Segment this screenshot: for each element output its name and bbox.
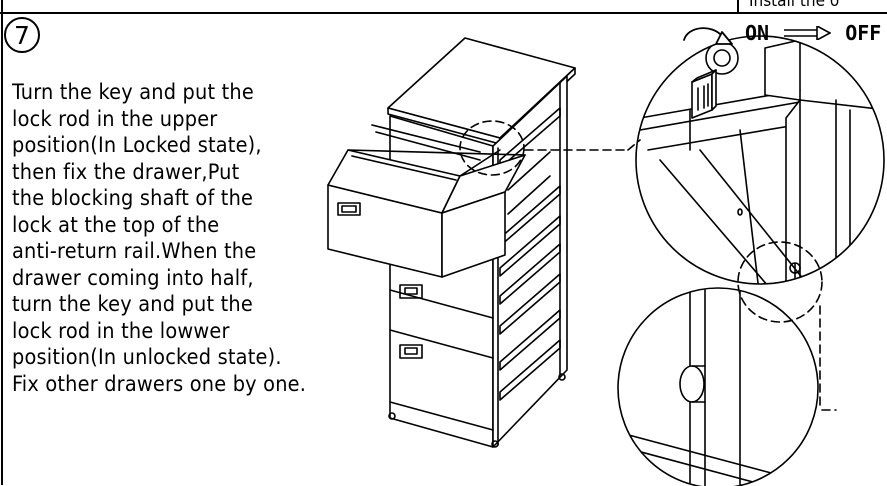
right-arrow-icon [784,25,832,40]
instruction-line: lock rod in the lowwer [12,318,230,344]
curved-rotate-arrow-icon [683,27,733,45]
instruction-text: Turn the key and put the lock rod in the… [12,80,342,398]
step-number: 7 [14,20,30,50]
instruction-line: Turn the key and put the [12,80,254,105]
key-state-label: ON OFF [745,19,881,45]
lower-drawers [399,284,423,359]
shaft-callout [627,139,837,411]
instruction-line: Fix other drawers one by one. [12,371,307,397]
instruction-line: the blocking shaft of the [12,186,254,211]
instruction-line: position(In unlocked state). [12,345,282,370]
header-tab: Install the o [737,0,887,12]
key-state-from: ON [745,20,770,45]
header-rule [0,12,887,14]
instruction-line: turn the key and put the [12,292,253,317]
header-tab-text: Install the o [749,0,840,11]
instruction-line: position(In Locked state), [12,133,262,158]
instruction-line: anti-return rail.When the [12,239,257,264]
instruction-line: then fix the drawer,Put [12,159,240,185]
key-state-to: OFF [845,20,882,45]
instruction-line: lock rod in the upper [12,106,218,132]
instruction-line: drawer coming into half, [12,265,254,291]
step-number-badge: 7 [4,17,40,53]
lock-callout [459,120,629,176]
instruction-line: lock at the top of the [12,212,220,238]
key-icon [691,69,717,119]
open-drawer [327,124,526,278]
shaft-detail-view [617,287,819,486]
lock-detail-view [635,35,885,285]
casters [388,373,566,448]
